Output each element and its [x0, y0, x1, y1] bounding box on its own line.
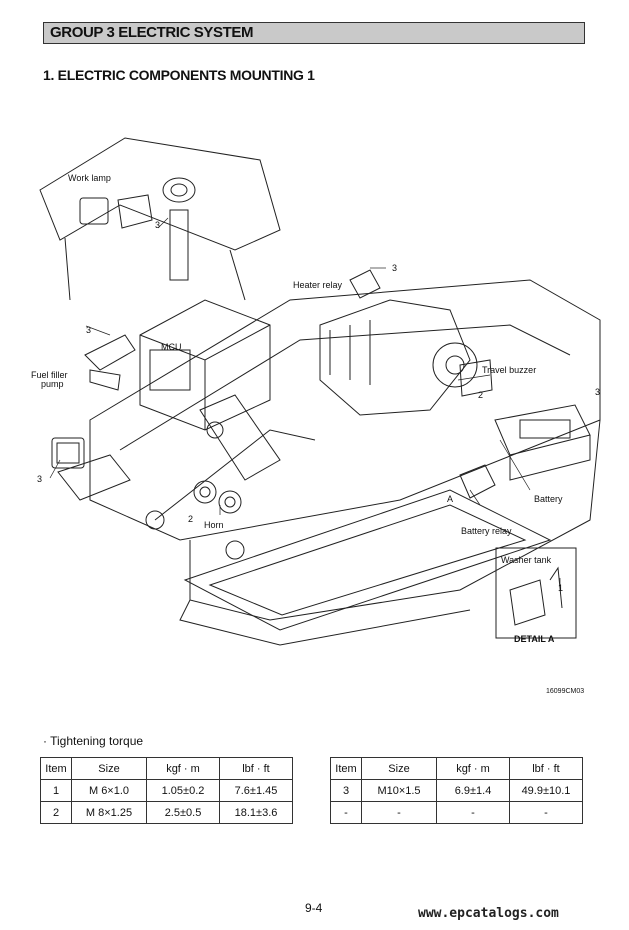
group-title-bar: GROUP 3 ELECTRIC SYSTEM: [43, 22, 585, 44]
cell-item: 2: [40, 801, 72, 824]
label-horn: Horn: [204, 520, 224, 530]
callout-3-heater-relay: 3: [392, 263, 398, 273]
callout-3-battery: 3: [595, 387, 601, 397]
cell-size: M10×1.5: [361, 779, 437, 802]
cell-lbf: 7.6±1.45: [219, 779, 293, 802]
callout-2-horn: 2: [188, 514, 194, 524]
table-row: 3 M10×1.5 6.9±1.4 49.9±10.1: [330, 779, 583, 802]
cell-item: 3: [330, 779, 362, 802]
col-kgf: kgf · m: [436, 757, 510, 780]
cell-lbf: 49.9±10.1: [509, 779, 583, 802]
label-mcu: MCU: [161, 342, 182, 352]
cell-size: M 6×1.0: [71, 779, 147, 802]
page-number: 9-4: [305, 901, 323, 915]
table-header-row: Item Size kgf · m lbf · ft: [330, 757, 583, 780]
cell-kgf: -: [436, 801, 510, 824]
section-title: 1. ELECTRIC COMPONENTS MOUNTING 1: [43, 67, 315, 83]
watermark-link[interactable]: www.epcatalogs.com: [418, 906, 559, 921]
cell-lbf: 18.1±3.6: [219, 801, 293, 824]
cell-kgf: 1.05±0.2: [146, 779, 220, 802]
cell-size: M 8×1.25: [71, 801, 147, 824]
table-header-row: Item Size kgf · m lbf · ft: [40, 757, 293, 780]
cell-item: 1: [40, 779, 72, 802]
cell-lbf: -: [509, 801, 583, 824]
machine-drawing: [39, 137, 601, 646]
callout-3-front-lamp: 3: [37, 474, 43, 484]
electric-components-diagram: Work lamp Heater relay MCU Fuel filler p…: [30, 120, 610, 660]
cell-kgf: 2.5±0.5: [146, 801, 220, 824]
callout-2-buzzer: 2: [478, 390, 484, 400]
label-detail-a: DETAIL A: [514, 634, 555, 644]
torque-table-right: Item Size kgf · m lbf · ft 3 M10×1.5 6.9…: [330, 757, 583, 824]
label-work-lamp: Work lamp: [68, 173, 111, 183]
cell-item: -: [330, 801, 362, 824]
col-size: Size: [361, 757, 437, 780]
group-title: GROUP 3 ELECTRIC SYSTEM: [50, 24, 254, 41]
torque-table-left: Item Size kgf · m lbf · ft 1 M 6×1.0 1.0…: [40, 757, 293, 824]
label-fuel-filler-pump-line1: Fuel filler: [31, 370, 68, 380]
label-battery-relay: Battery relay: [461, 526, 512, 536]
col-kgf: kgf · m: [146, 757, 220, 780]
callout-3-work-lamp: 3: [155, 220, 161, 230]
label-heater-relay: Heater relay: [293, 280, 343, 290]
label-travel-buzzer: Travel buzzer: [482, 365, 537, 375]
col-lbf: lbf · ft: [509, 757, 583, 780]
col-item: Item: [330, 757, 362, 780]
callout-3-mcu: 3: [86, 325, 92, 335]
label-battery: Battery: [534, 494, 563, 504]
table-row: 1 M 6×1.0 1.05±0.2 7.6±1.45: [40, 779, 293, 802]
col-item: Item: [40, 757, 72, 780]
torque-heading: · Tightening torque: [43, 734, 144, 748]
table-row: - - - -: [330, 801, 583, 824]
col-lbf: lbf · ft: [219, 757, 293, 780]
cell-size: -: [361, 801, 437, 824]
callout-1-washer: 1: [558, 583, 564, 593]
cell-kgf: 6.9±1.4: [436, 779, 510, 802]
label-detail-marker: A: [447, 494, 454, 504]
figure-code: 16099CM03: [546, 688, 585, 695]
label-fuel-filler-pump-line2: pump: [41, 379, 64, 389]
label-washer-tank: Washer tank: [501, 555, 552, 565]
table-row: 2 M 8×1.25 2.5±0.5 18.1±3.6: [40, 801, 293, 824]
col-size: Size: [71, 757, 147, 780]
